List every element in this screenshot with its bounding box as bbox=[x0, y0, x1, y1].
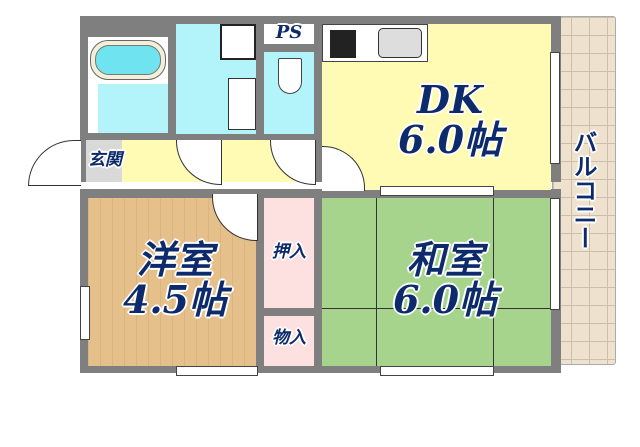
dk-size: 6.0帖 bbox=[397, 116, 503, 162]
bath-floor bbox=[98, 84, 168, 133]
dk-window-right bbox=[550, 52, 560, 164]
japanese-name: 和室 bbox=[406, 237, 483, 282]
entrance-label: 玄関 bbox=[88, 150, 122, 170]
western-size: 4.5帖 bbox=[122, 276, 228, 322]
dk-label: DK 6.0帖 bbox=[380, 80, 520, 160]
ps-box bbox=[264, 24, 314, 44]
kitchen-sink bbox=[378, 28, 422, 58]
japanese-size: 6.0帖 bbox=[392, 276, 498, 322]
japanese-label: 和室 6.0帖 bbox=[380, 240, 510, 320]
ps-label: PS bbox=[275, 22, 303, 43]
balcony bbox=[552, 16, 616, 365]
western-window-left bbox=[80, 286, 90, 340]
washing-machine bbox=[220, 24, 256, 60]
western-name: 洋室 bbox=[136, 237, 213, 282]
closet-upper-label: 押入 bbox=[272, 242, 306, 262]
toilet bbox=[278, 58, 302, 94]
room-japanese bbox=[322, 198, 551, 366]
wash-basin bbox=[228, 78, 256, 130]
japanese-window-right bbox=[550, 198, 560, 310]
western-label: 洋室 4.5帖 bbox=[100, 240, 250, 320]
closet-upper bbox=[264, 198, 314, 308]
closet-lower-label: 物入 bbox=[272, 328, 306, 348]
balcony-label: バルコニー bbox=[569, 130, 598, 250]
dk-name: DK bbox=[417, 77, 483, 122]
stove bbox=[330, 30, 356, 58]
entrance-door bbox=[28, 140, 81, 186]
entrance bbox=[86, 140, 122, 182]
bathtub-water bbox=[95, 45, 161, 75]
closet-lower bbox=[264, 316, 314, 366]
japanese-window-bottom bbox=[380, 366, 494, 376]
dk-japanese-sliding-door bbox=[380, 186, 494, 196]
western-window-bottom bbox=[176, 366, 258, 376]
